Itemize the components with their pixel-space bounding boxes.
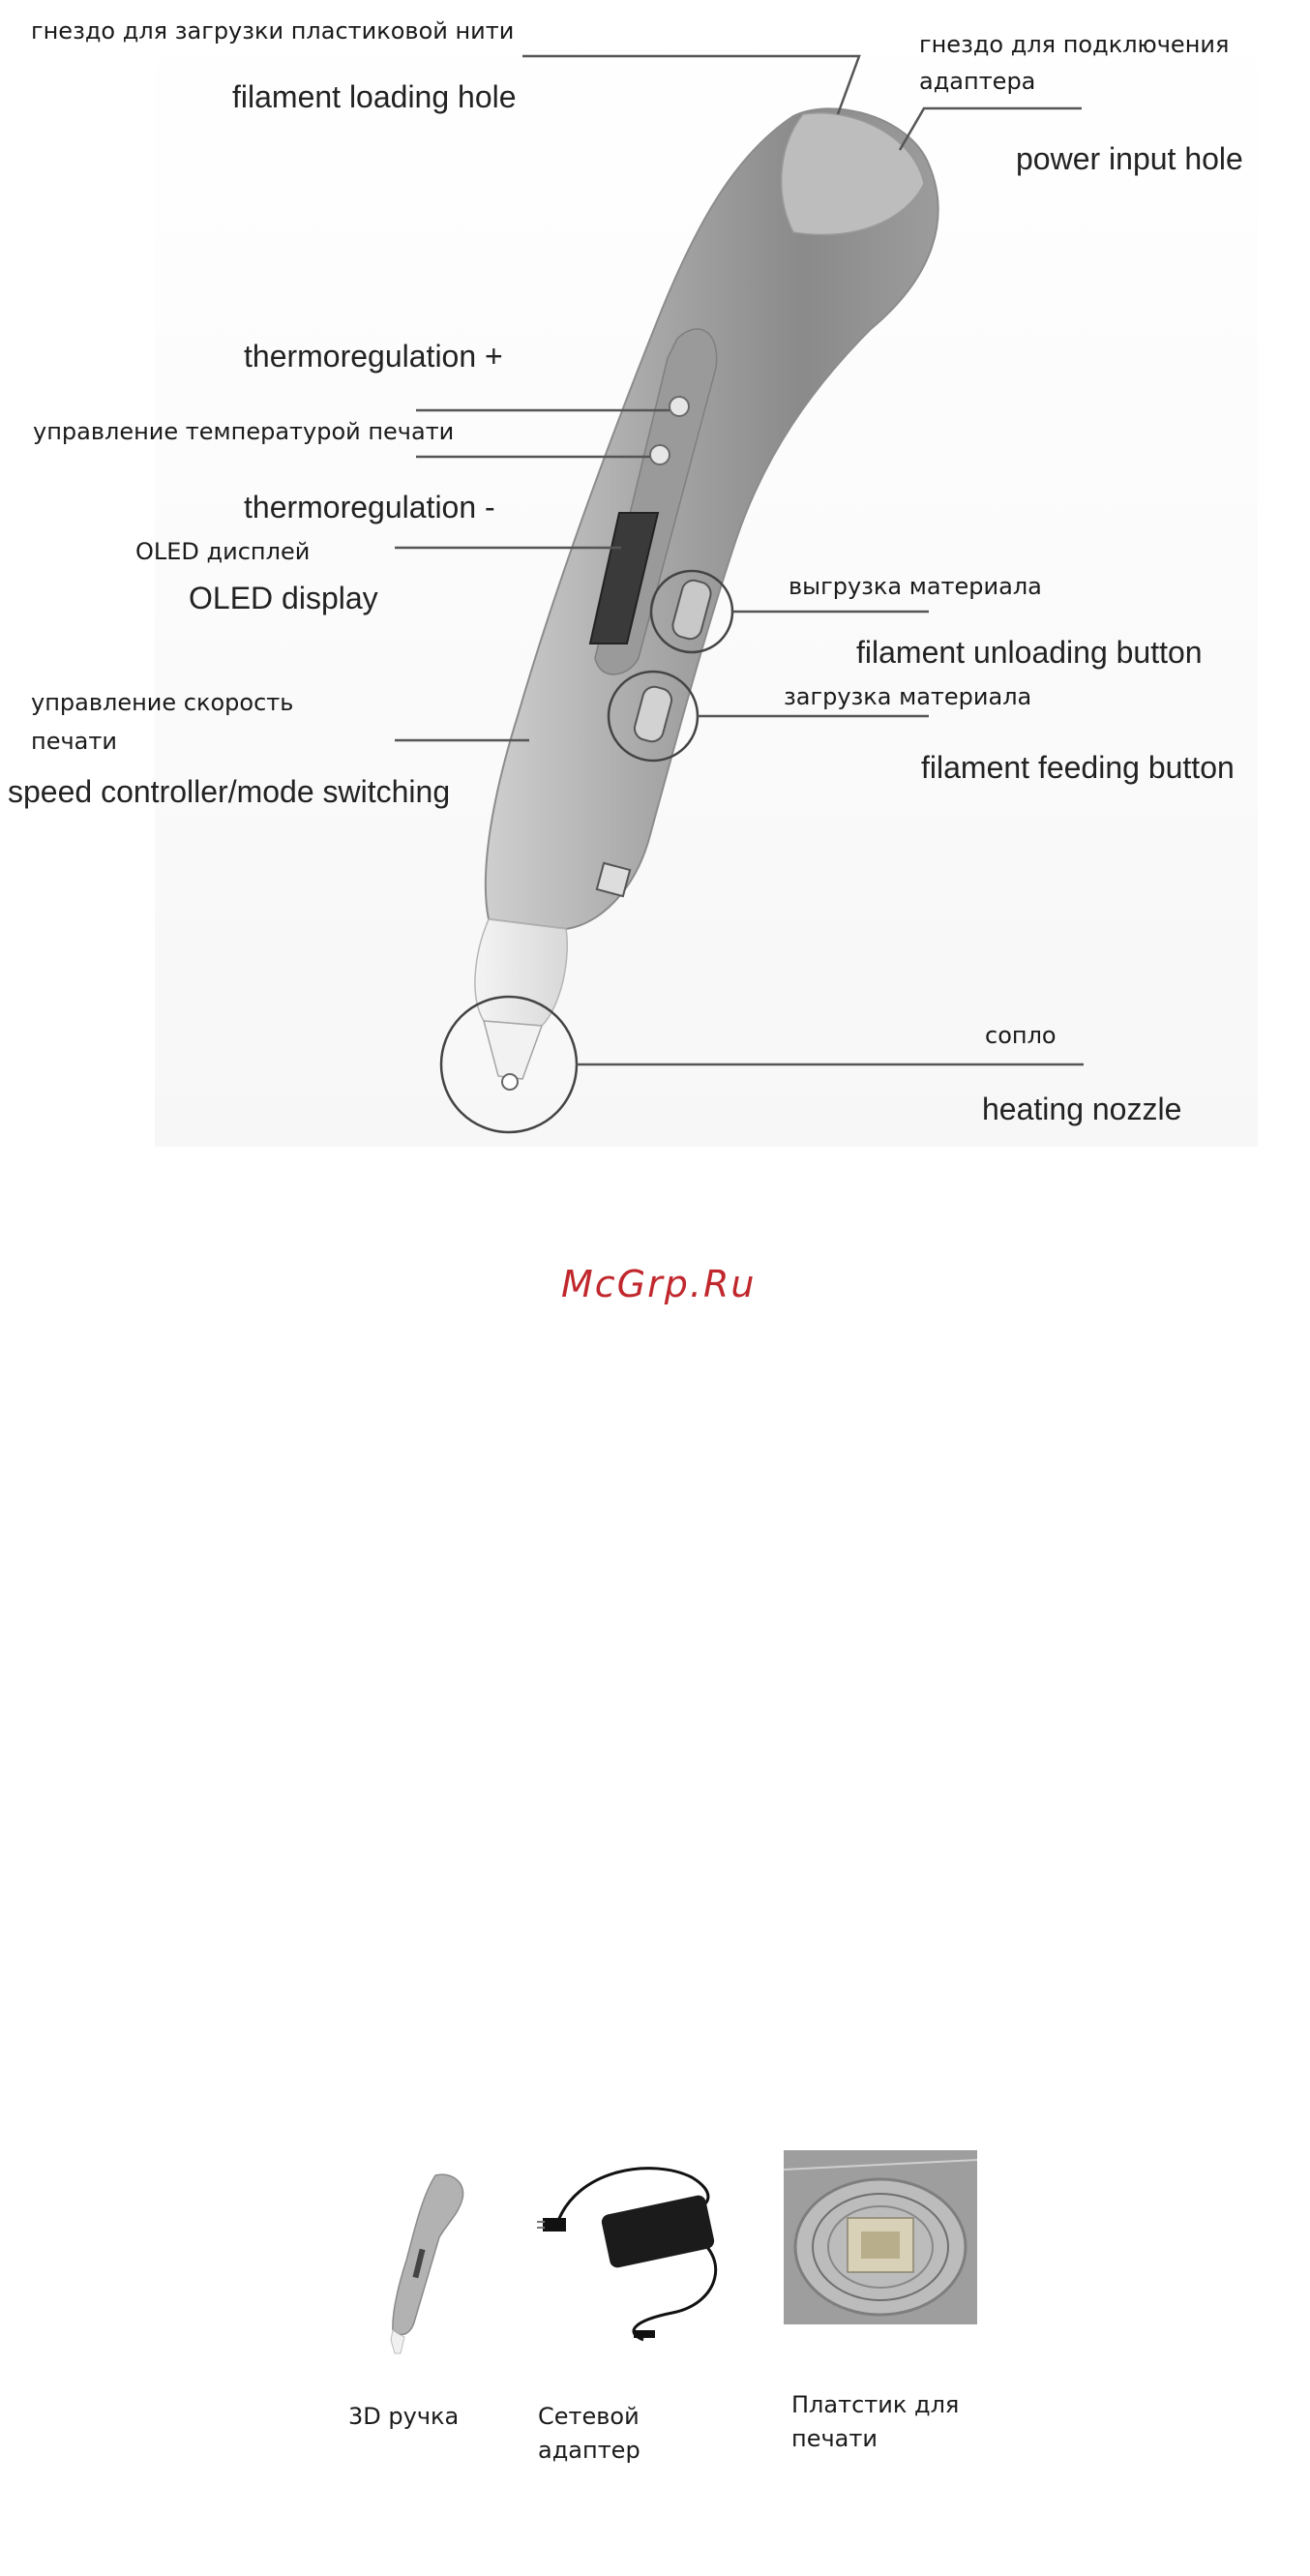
nozzle-label-en: heating nozzle	[982, 1092, 1182, 1126]
speed-label-ru-1: управление скорость	[31, 689, 294, 716]
leader-power	[898, 106, 1082, 151]
feed-button	[633, 685, 673, 743]
loading-label-en: filament loading hole	[232, 79, 517, 114]
nozzle	[483, 1020, 544, 1080]
nozzle-label-ru: сопло	[985, 1022, 1057, 1049]
kit-label-adapter-2: адаптер	[538, 2437, 640, 2464]
pen-diagram: гнездо для загрузки пластиковой нити fil…	[0, 0, 1310, 1161]
site-watermark: McGrp.Ru	[561, 1263, 757, 1305]
leader-lines	[395, 54, 1084, 1066]
kit-label-pen: 3D ручка	[348, 2403, 460, 2430]
unload-label-ru: выгрузка материала	[789, 573, 1042, 600]
pen-tip	[474, 918, 569, 1027]
thermo-minus-label: thermoregulation -	[244, 490, 495, 524]
kit-contents: 3D ручка Сетевой адаптер Платстик для пе…	[0, 2129, 1310, 2535]
speed-label-en: speed controller/mode switching	[8, 774, 451, 809]
loading-label-ru: гнездо для загрузки пластиковой нити	[31, 17, 515, 45]
thermo-plus-button	[669, 396, 690, 417]
feed-label-en: filament feeding button	[921, 750, 1235, 785]
thermo-plus-label: thermoregulation +	[244, 339, 503, 374]
power-label-en: power input hole	[1016, 141, 1243, 176]
leader-loading	[522, 54, 861, 115]
thermo-minus-button	[649, 444, 670, 465]
unload-label-en: filament unloading button	[856, 635, 1203, 670]
unload-button	[671, 579, 712, 641]
oled-label-ru: OLED дисплей	[135, 538, 311, 565]
pen-illustration	[155, 0, 1258, 1147]
mode-switch	[595, 861, 632, 898]
power-label-ru-1: гнездо для подключения	[919, 31, 1230, 58]
oled-label-en: OLED display	[189, 581, 378, 615]
feed-label-ru: загрузка материала	[784, 683, 1032, 710]
speed-label-ru-2: печати	[31, 728, 117, 755]
temp-control-label-ru: управление температурой печати	[33, 418, 455, 445]
kit-label-adapter-1: Сетевой	[538, 2403, 640, 2430]
kit-pen-image	[390, 2173, 464, 2354]
nozzle-tip	[501, 1073, 519, 1091]
pen-top-cap	[780, 112, 925, 236]
power-label-ru-2: адаптера	[919, 68, 1036, 95]
pen-body	[484, 107, 939, 931]
kit-label-filament-1: Платстик для	[791, 2391, 960, 2418]
kit-adapter-image	[537, 2167, 718, 2342]
oled-display	[588, 512, 660, 644]
kit-label-filament-2: печати	[791, 2425, 878, 2452]
kit-filament-image	[784, 2150, 977, 2324]
